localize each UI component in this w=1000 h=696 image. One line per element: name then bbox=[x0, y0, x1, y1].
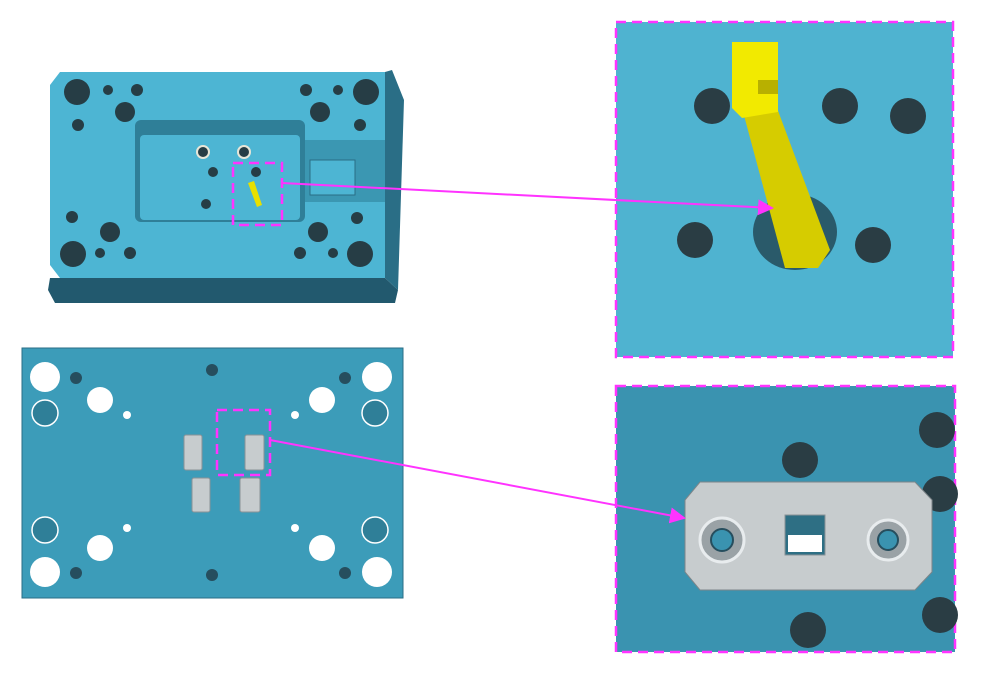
ring-hole bbox=[196, 145, 210, 159]
plate-holes bbox=[60, 79, 379, 267]
top-detail-inset bbox=[614, 20, 955, 359]
cavity-floor bbox=[140, 135, 300, 220]
connector-arrow-bottom bbox=[269, 439, 686, 524]
ring-hole bbox=[237, 145, 251, 159]
highlight-box-bottom bbox=[215, 408, 272, 477]
gray-inserts bbox=[183, 434, 265, 513]
connector-arrow-top bbox=[281, 182, 774, 216]
yellow-lifter-bar bbox=[742, 108, 830, 268]
counterbore-holes bbox=[31, 399, 389, 544]
insert-hole-left-inner bbox=[710, 528, 734, 552]
insert-hole-right-inner bbox=[877, 529, 899, 551]
yellow-pin bbox=[248, 181, 262, 207]
square-opening-light bbox=[788, 535, 822, 552]
small-holes bbox=[70, 364, 351, 581]
through-holes bbox=[30, 362, 392, 587]
bottom-detail-inset bbox=[614, 384, 958, 654]
side-slider bbox=[309, 159, 356, 196]
highlight-box-top bbox=[231, 161, 284, 227]
inset-holes bbox=[677, 88, 926, 263]
plate-bottom-face bbox=[21, 347, 404, 599]
top-mold-plate bbox=[48, 70, 404, 303]
lifter-notch bbox=[758, 80, 778, 94]
plate-side-face bbox=[385, 70, 404, 290]
yellow-lifter-head bbox=[732, 42, 778, 118]
bottom-mold-plate bbox=[21, 347, 404, 599]
plate-front-face bbox=[48, 278, 398, 303]
